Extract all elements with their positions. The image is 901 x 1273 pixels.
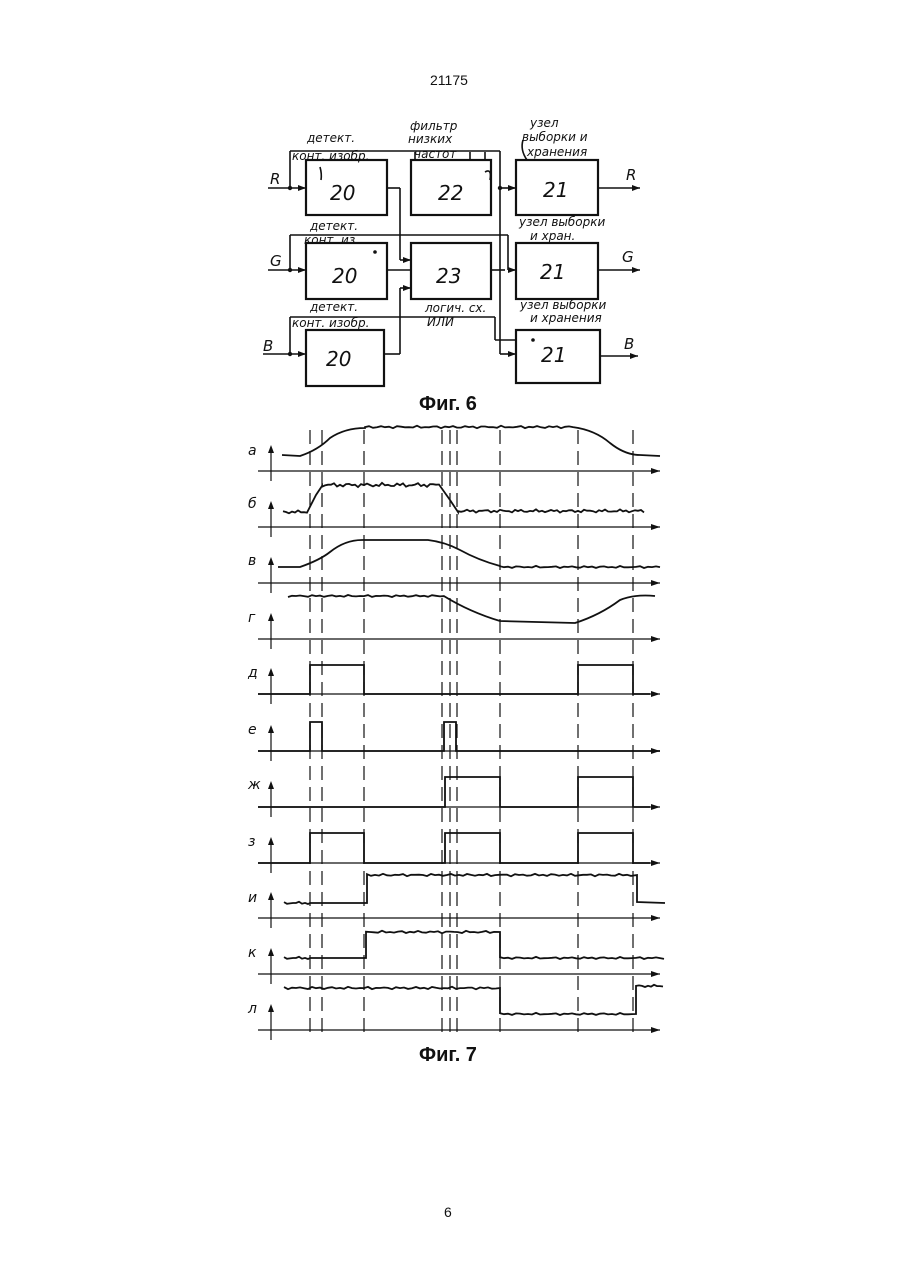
trace-label: д <box>247 665 258 681</box>
trace-label: е <box>248 722 257 738</box>
trace-label: б <box>248 496 257 512</box>
trace-label: з <box>248 834 255 850</box>
fig7-caption: Фиг. 7 <box>419 1044 477 1067</box>
trace-label: к <box>248 945 257 961</box>
page-footer-number: 6 <box>444 1204 452 1220</box>
trace-d-waveform <box>258 665 650 694</box>
trace-k-waveform <box>284 931 664 959</box>
trace-a-waveform <box>282 426 660 456</box>
trace-v-waveform <box>278 540 660 568</box>
trace-label: в <box>248 553 256 569</box>
trace-label: ж <box>247 777 261 793</box>
trace-z-waveform <box>258 833 650 863</box>
trace-e-waveform <box>258 722 660 751</box>
trace-label: и <box>248 890 257 906</box>
trace-l-waveform <box>284 985 663 1015</box>
trace-zh-waveform <box>258 777 650 807</box>
trace-b-waveform <box>283 483 644 513</box>
trace-g-waveform <box>288 595 655 623</box>
trace-label: л <box>247 1001 257 1017</box>
trace-i-waveform <box>284 874 665 904</box>
trace-label: г <box>248 610 256 626</box>
trace-label: а <box>248 443 257 459</box>
